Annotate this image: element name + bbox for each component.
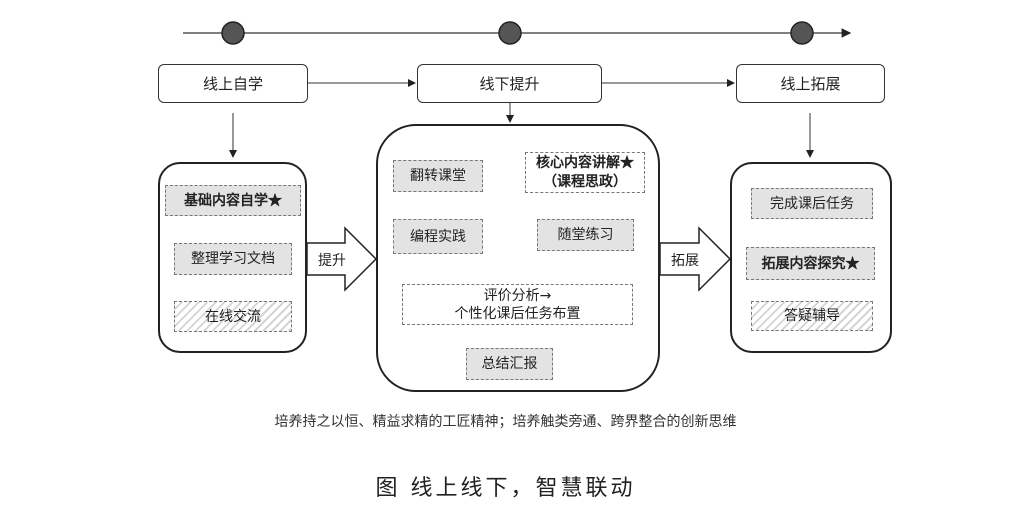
center-item-evaluation: 评价分析→ 个性化课后任务布置 bbox=[402, 284, 633, 325]
arrow-label-improve: 提升 bbox=[318, 253, 346, 269]
block-arrow-right bbox=[659, 226, 732, 292]
stage-offline-improve: 线下提升 bbox=[417, 64, 602, 103]
figure-caption: 图 线上线下，智慧联动 bbox=[375, 476, 636, 501]
center-item-summary-report: 总结汇报 bbox=[466, 348, 553, 380]
right-item-complete-tasks: 完成课后任务 bbox=[751, 188, 873, 219]
timeline-dot bbox=[498, 21, 522, 45]
arrow-label-extend: 拓展 bbox=[671, 253, 699, 269]
timeline-dot bbox=[790, 21, 814, 45]
right-item-extended-inquiry: 拓展内容探究★ bbox=[746, 247, 875, 280]
left-item-online-exchange: 在线交流 bbox=[174, 301, 292, 332]
timeline-dot bbox=[221, 21, 245, 45]
left-item-organize-docs: 整理学习文档 bbox=[174, 243, 292, 275]
goal-note: 培养持之以恒、精益求精的工匠精神；培养触类旁通、跨界整合的创新思维 bbox=[274, 414, 737, 430]
block-arrow-left bbox=[306, 226, 378, 292]
center-item-class-exercise: 随堂练习 bbox=[537, 219, 634, 251]
left-item-basic-self-study: 基础内容自学★ bbox=[165, 185, 301, 216]
stage-online-self-study: 线上自学 bbox=[158, 64, 308, 103]
center-item-core-lecture: 核心内容讲解★ （课程思政） bbox=[525, 152, 645, 193]
right-item-qa-tutoring: 答疑辅导 bbox=[751, 301, 873, 331]
center-item-flipped-class: 翻转课堂 bbox=[393, 160, 483, 192]
center-item-coding-practice: 编程实践 bbox=[393, 219, 483, 254]
stage-online-extend: 线上拓展 bbox=[736, 64, 885, 103]
